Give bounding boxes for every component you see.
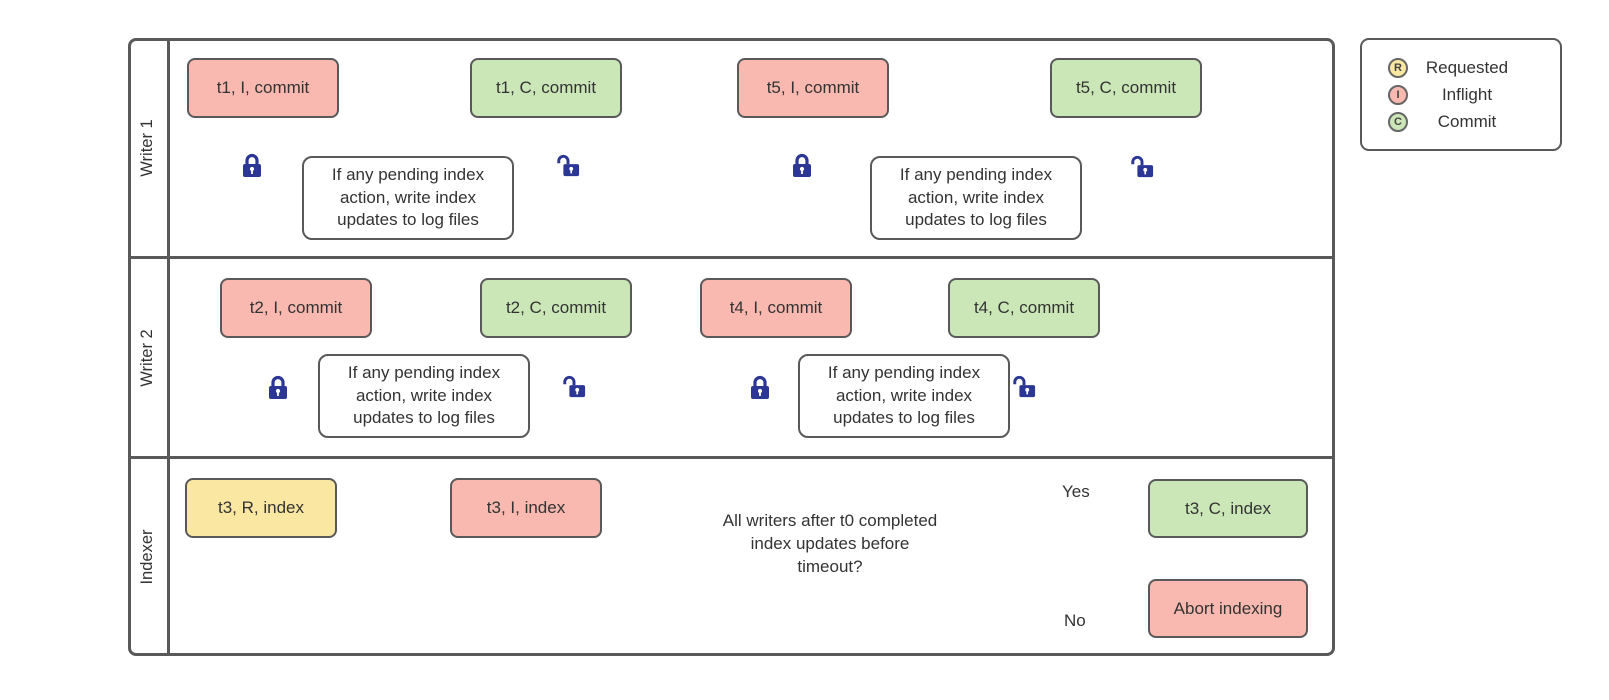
commit-chip-icon: C <box>1388 111 1408 132</box>
state-t1-commit: t1, C, commit <box>470 58 622 118</box>
closed-lock-icon <box>751 375 769 399</box>
open-lock-icon <box>1131 155 1154 178</box>
state-t3-commit: t3, C, index <box>1148 479 1308 538</box>
legend-label-commit: Commit <box>1437 111 1497 131</box>
note-pending-index-4: If any pending index action, write index… <box>798 354 1010 438</box>
note-pending-index-1: If any pending index action, write index… <box>302 156 514 240</box>
requested-chip-icon: R <box>1388 57 1408 78</box>
open-lock-icon <box>557 154 580 177</box>
lane-label-indexer: Indexer <box>138 529 156 585</box>
state-t4-inflight: t4, I, commit <box>700 278 852 338</box>
state-t1-inflight: t1, I, commit <box>187 58 339 118</box>
state-t4-commit: t4, C, commit <box>948 278 1100 338</box>
legend-row-requested: R Requested <box>1388 54 1560 81</box>
state-t3-requested: t3, R, index <box>185 478 337 538</box>
closed-lock-icon <box>243 153 261 177</box>
branch-label-no: No <box>1064 611 1086 630</box>
state-t3-inflight: t3, I, index <box>450 478 602 538</box>
closed-lock-icon <box>269 375 287 399</box>
legend-label-inflight: Inflight <box>1441 84 1493 104</box>
decision-label: All writers after t0 completed index upd… <box>722 511 938 576</box>
lane-divider-1 <box>128 256 1335 259</box>
inflight-chip-icon: I <box>1388 84 1408 105</box>
legend-row-commit: C Commit <box>1388 108 1560 135</box>
state-t2-commit: t2, C, commit <box>480 278 632 338</box>
branch-label-yes: Yes <box>1062 482 1090 501</box>
state-t2-inflight: t2, I, commit <box>220 278 372 338</box>
note-pending-index-3: If any pending index action, write index… <box>318 354 530 438</box>
lane-label-writer2: Writer 2 <box>138 329 156 387</box>
open-lock-icon <box>1013 375 1036 398</box>
legend-label-requested: Requested <box>1425 57 1509 77</box>
lane-divider-2 <box>128 456 1335 459</box>
node-abort-indexing: Abort indexing <box>1148 579 1308 638</box>
legend-row-inflight: I Inflight <box>1388 81 1560 108</box>
legend: R Requested I Inflight C Commit <box>1360 38 1562 151</box>
lane-label-writer1: Writer 1 <box>138 119 156 177</box>
state-t5-commit: t5, C, commit <box>1050 58 1202 118</box>
state-t5-inflight: t5, I, commit <box>737 58 889 118</box>
note-pending-index-2: If any pending index action, write index… <box>870 156 1082 240</box>
pool-frame <box>128 38 1335 656</box>
lane-label-separator <box>167 38 170 656</box>
closed-lock-icon <box>793 153 811 177</box>
open-lock-icon <box>563 375 586 398</box>
